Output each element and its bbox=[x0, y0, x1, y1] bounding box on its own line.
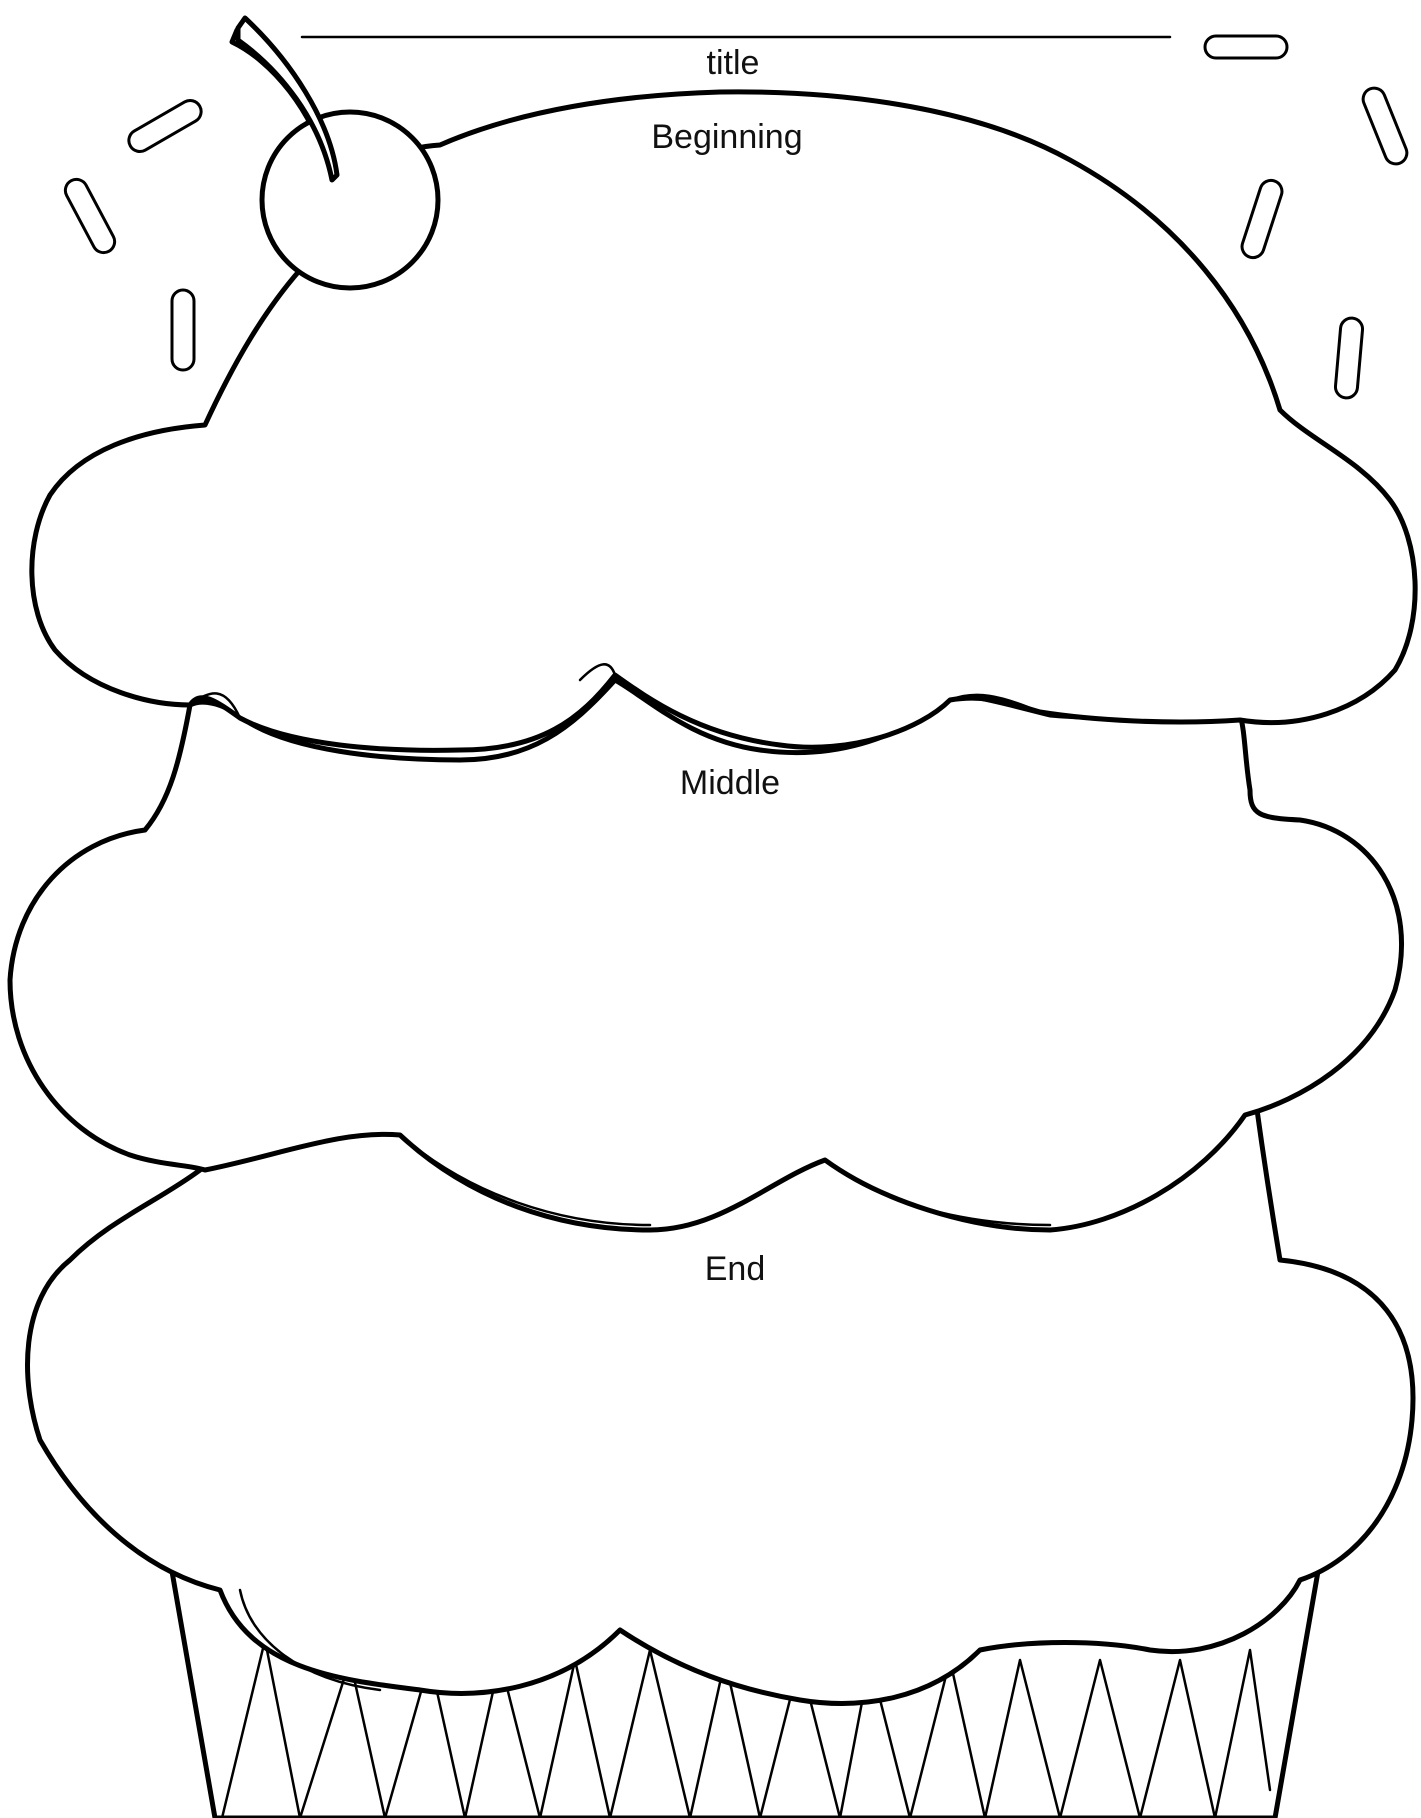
sprinkle-icon bbox=[62, 176, 119, 257]
sprinkle-icon bbox=[1360, 85, 1410, 167]
cherry-body bbox=[262, 112, 438, 288]
middle-scoop bbox=[10, 680, 1402, 1230]
sprinkle-icon bbox=[1205, 36, 1287, 58]
sprinkle-icon bbox=[1239, 178, 1285, 261]
end-label: End bbox=[705, 1250, 766, 1289]
middle-label: Middle bbox=[680, 764, 780, 803]
sprinkle-icon bbox=[1335, 317, 1364, 399]
top-scoop bbox=[32, 92, 1415, 750]
beginning-label: Beginning bbox=[651, 118, 802, 157]
sprinkle-icon bbox=[125, 96, 205, 155]
cherry-icon bbox=[232, 18, 438, 288]
sprinkle-icon bbox=[172, 290, 194, 370]
title-label: title bbox=[707, 44, 760, 83]
